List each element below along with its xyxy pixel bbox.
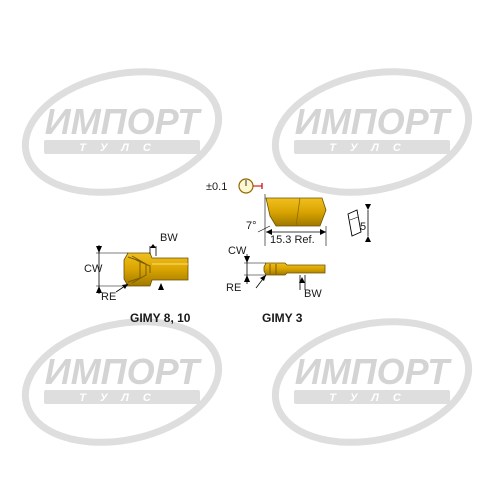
watermark-brand: ИМПОРТ [45, 101, 202, 142]
watermark-bottom-right: ИМПОРТ ТУЛС [264, 305, 480, 459]
gimy-3-re-label: RE [226, 282, 241, 294]
watermark-brand: ИМПОРТ [295, 101, 452, 142]
gimy-3-side-insert [265, 197, 327, 227]
watermark-brand: ИМПОРТ [295, 351, 452, 392]
gimy-3-cw-arrow-top [244, 256, 250, 263]
gimy-8-10-insert [123, 252, 189, 287]
gimy-3-angle-label: 7° [246, 220, 257, 232]
gimy-3-bw-label: BW [304, 288, 322, 300]
gimy-8-10-cw-label: CW [84, 263, 103, 275]
watermark-brand: ИМПОРТ [45, 351, 202, 392]
side-arrow-bottom [365, 236, 371, 242]
ref-arrow-right [320, 229, 326, 235]
gimy-3-ref-label: 15.3 Ref. [270, 234, 315, 246]
gimy-3-cw-label: CW [228, 245, 247, 257]
cw-arrow-top [96, 246, 102, 253]
gimy-8-10-bw-label: BW [160, 232, 178, 244]
gimy-3-drawing: ±0.1 7° 15.3 Ref. 5 CW [206, 178, 371, 325]
bw-arrow [150, 244, 156, 248]
gimy-3-bw-arrow [299, 277, 305, 283]
side-arrow-top [365, 204, 371, 210]
ref-arrow-left [266, 229, 272, 235]
gimy-8-10-bottom-marker [158, 283, 164, 290]
angle-leader [257, 225, 271, 233]
gimy-3-re-arrow [260, 275, 266, 281]
watermark-sub: ТУЛС [329, 392, 415, 404]
watermark-top-right: ИМПОРТ ТУЛС [264, 55, 480, 209]
cw-arrow-bottom [96, 286, 102, 293]
watermark-sub: ТУЛС [79, 392, 165, 404]
gimy-8-10-drawing: BW CW RE GIMY 8, 10 [84, 232, 191, 325]
watermark-bottom-left: ИМПОРТ ТУЛС [14, 305, 230, 459]
gimy-3-tolerance-label: ±0.1 [206, 181, 227, 193]
watermark-top-left: ИМПОРТ ТУЛС [14, 55, 230, 209]
gimy-8-10-head-detail [127, 255, 151, 284]
gimy-8-10-re-label: RE [101, 291, 116, 303]
gimy-8-10-caption: GIMY 8, 10 [130, 311, 191, 325]
gimy-3-top-insert [263, 262, 326, 276]
gimy-3-end-view [347, 209, 362, 237]
gimy-3-caption: GIMY 3 [262, 311, 303, 325]
end-view-inner [349, 216, 359, 221]
re-arrow [122, 284, 128, 289]
watermark-sub: ТУЛС [329, 142, 415, 154]
gimy-3-cw-arrow-bottom [244, 275, 250, 282]
gimy-3-side-edge [295, 197, 301, 227]
gimy-3-side-label: 5 [360, 221, 366, 233]
watermark-sub: ТУЛС [79, 142, 165, 154]
